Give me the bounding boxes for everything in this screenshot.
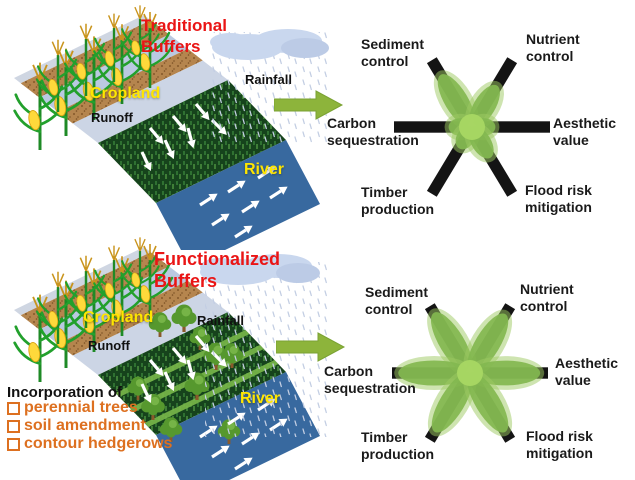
river-label: River (244, 161, 285, 178)
functionalized-buffer-illustration (14, 232, 331, 480)
list-item-label: perennial trees (24, 399, 138, 416)
cropland-label: Cropland (90, 85, 161, 102)
traditional-buffer-illustration (14, 0, 332, 250)
checkbox-icon (7, 402, 20, 415)
function-label-carbon-sequestration: Carbon sequestration (324, 363, 416, 396)
star-center (459, 114, 485, 140)
function-label-flood-risk-mitigation: Flood risk mitigation (526, 428, 593, 461)
transition-arrow-icon (276, 332, 346, 362)
functionalized-buffers-title: Functionalized Buffers (154, 249, 280, 291)
transition-arrow-icon (274, 90, 344, 120)
function-label-carbon-sequestration: Carbon sequestration (327, 115, 419, 148)
function-label-timber-production: Timber production (361, 184, 435, 217)
list-item: perennial trees (7, 399, 197, 417)
list-item: contour hedgerows (7, 435, 197, 453)
list-item: soil amendment (7, 417, 197, 435)
functionalized-function-star (392, 303, 548, 443)
list-item-label: soil amendment (24, 417, 146, 434)
function-label-nutrient-control: Nutrient control (526, 31, 580, 64)
runoff-label: Runoff (91, 110, 133, 125)
function-label-aesthetic-value: Aesthetic value (553, 115, 617, 148)
traditional-buffers-title: Traditional Buffers (141, 16, 227, 56)
rainfall-label: Rainfall (197, 313, 244, 328)
checkbox-icon (7, 420, 20, 433)
list-item-label: contour hedgerows (24, 435, 173, 452)
star-center (457, 360, 483, 386)
rain-cloud-icon (200, 254, 320, 285)
function-label-sediment-control: Sediment control (361, 36, 425, 69)
function-label-aesthetic-value: Aesthetic value (555, 355, 619, 388)
function-petal (463, 368, 513, 437)
cropland-label: Cropland (83, 309, 154, 326)
checkbox-icon (7, 438, 20, 451)
function-label-sediment-control: Sediment control (365, 284, 429, 317)
rain-cloud-icon (210, 29, 329, 60)
function-label-flood-risk-mitigation: Flood risk mitigation (525, 182, 592, 215)
traditional-function-star (394, 57, 550, 197)
rainfall-label: Rainfall (245, 72, 292, 87)
river-label: River (240, 390, 281, 407)
incorporation-heading: Incorporation of (7, 384, 122, 401)
function-label-nutrient-control: Nutrient control (520, 281, 574, 314)
runoff-label: Runoff (88, 338, 130, 353)
function-petal (463, 309, 513, 378)
incorporation-list: perennial trees soil amendment contour h… (7, 399, 197, 453)
function-label-timber-production: Timber production (361, 429, 435, 462)
